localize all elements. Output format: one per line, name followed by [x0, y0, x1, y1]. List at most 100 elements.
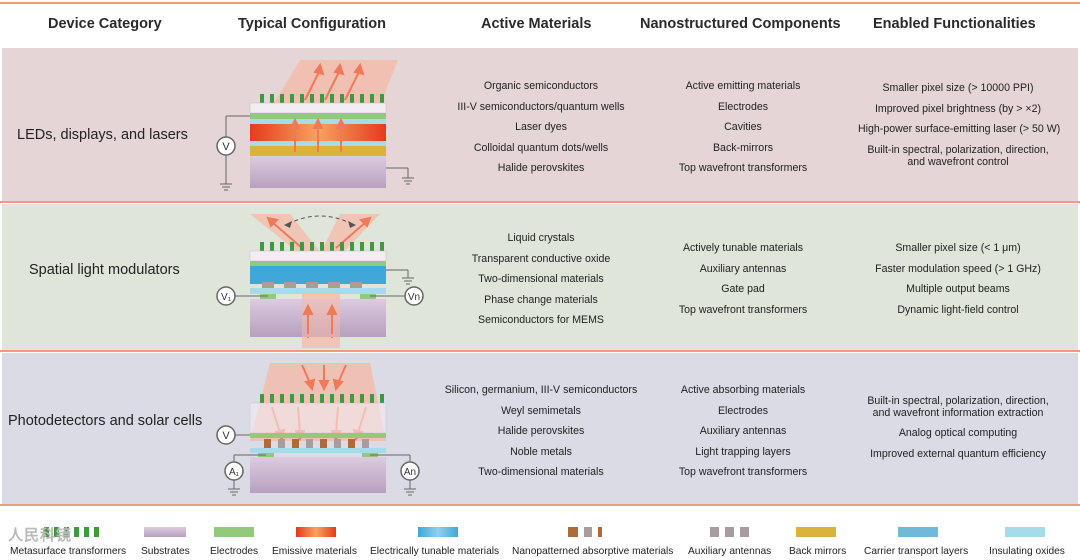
voltage-source-1-icon [216, 286, 236, 306]
header-active-materials: Active Materials [481, 16, 592, 32]
list-item: High-power surface-emitting laser (> 50 … [858, 123, 1061, 136]
active-materials-list: Liquid crystals Transparent conductive o… [441, 228, 641, 331]
list-item: Actively tunable materials [682, 242, 804, 254]
list-item: Improved external quantum efficiency [870, 447, 1046, 460]
led-configuration-diagram: V [216, 60, 414, 191]
legend-swatch-insulating-oxides [1005, 527, 1045, 537]
legend-swatch-electrodes [214, 527, 254, 537]
list-item: Improved pixel brightness (by > ×2) [874, 102, 1042, 115]
voltage-label: Vn [408, 292, 420, 303]
legend-swatch-emissive [296, 527, 336, 537]
list-item: Liquid crystals [507, 232, 575, 244]
list-item: Back-mirrors [712, 141, 774, 154]
list-item: Two-dimensional materials [478, 466, 604, 479]
row-separator [0, 504, 1080, 506]
legend-label: Nanopatterned absorptive materials [512, 546, 674, 557]
row-separator [0, 201, 1080, 203]
list-item: Dynamic light-field control [897, 303, 1019, 316]
voltage-label: V [222, 141, 230, 153]
header-device-category: Device Category [48, 16, 162, 32]
legend-label: Emissive materials [272, 546, 357, 557]
list-item: Top wavefront transformers [678, 303, 808, 316]
metasurface-pillars [260, 94, 384, 103]
row-separator [0, 350, 1080, 352]
list-item: Semiconductors for MEMS [478, 314, 604, 327]
components-list: Actively tunable materials Auxiliary ant… [643, 238, 843, 320]
list-item: Analog optical computing [898, 427, 1018, 439]
list-item: Multiple output beams [906, 283, 1010, 296]
list-item: Faster modulation speed (> 1 GHz) [875, 262, 1041, 275]
list-item: Laser dyes [515, 121, 567, 134]
tunable-layer [250, 266, 386, 284]
photodetector-configuration-diagram: V A₁ An [216, 363, 420, 496]
components-list: Active absorbing materials Electrodes Au… [643, 380, 843, 483]
list-item: Active absorbing materials [680, 384, 806, 396]
list-item: Organic semiconductors [483, 80, 599, 92]
legend-label: Insulating oxides [989, 546, 1065, 557]
legend-swatch-carrier-transport [898, 527, 938, 537]
active-materials-list: Organic semiconductors III-V semiconduct… [441, 76, 641, 179]
list-item: Built-in spectral, polarization, directi… [867, 143, 1049, 168]
list-item: Noble metals [510, 445, 572, 458]
ammeter-label: An [404, 467, 416, 478]
legend-swatch-absorptive [568, 527, 610, 537]
functionalities-list: Built-in spectral, polarization, directi… [858, 395, 1058, 464]
list-item: Silicon, germanium, III-V semiconductors [444, 384, 638, 396]
list-item: Smaller pixel size (> 10000 PPI) [882, 82, 1034, 94]
voltage-source-icon [216, 425, 236, 445]
header-enabled-functionalities: Enabled Functionalities [873, 16, 1036, 32]
list-item: Auxiliary antennas [699, 262, 787, 275]
legend-label: Electrodes [210, 546, 259, 557]
legend-label: Substrates [141, 546, 190, 557]
legend-swatch-antennas [710, 527, 750, 537]
voltage-source-n-icon [404, 286, 424, 306]
list-item: Transparent conductive oxide [471, 252, 611, 265]
list-item: Two-dimensional materials [478, 273, 604, 286]
voltage-label: V [222, 430, 230, 442]
functionalities-list: Smaller pixel size (< 1 μm) Faster modul… [858, 238, 1058, 320]
category-label: Photodetectors and solar cells [8, 413, 203, 429]
components-list: Active emitting materials Electrodes Cav… [643, 76, 843, 179]
legend-swatch-tunable [418, 527, 458, 537]
row-spatial-light-modulators: Spatial light modulators [2, 204, 1078, 350]
header-nanostructured-components: Nanostructured Components [640, 16, 841, 32]
list-item: Active emitting materials [685, 80, 801, 92]
list-item: Weyl semimetals [501, 404, 581, 417]
row-photodetectors: Photodetectors and solar cells [2, 353, 1078, 504]
list-item: Halide perovskites [497, 162, 585, 175]
legend-label: Carrier transport layers [864, 546, 969, 557]
top-border-line [0, 2, 1080, 4]
legend-label: Electrically tunable materials [370, 546, 500, 557]
watermark: 人民科镜 [8, 527, 73, 544]
functionalities-list: Smaller pixel size (> 10000 PPI) Improve… [858, 78, 1061, 168]
list-item: Top wavefront transformers [678, 466, 808, 479]
row-leds: LEDs, displays, and lasers [2, 48, 1078, 201]
list-item: Light trapping layers [695, 445, 791, 458]
table-header: Device Category Typical Configuration Ac… [0, 4, 1080, 48]
header-typical-configuration: Typical Configuration [238, 16, 386, 32]
category-label: LEDs, displays, and lasers [17, 127, 188, 143]
legend-label: Auxiliary antennas [688, 546, 772, 557]
list-item: Colloidal quantum dots/wells [473, 141, 609, 154]
list-item: Smaller pixel size (< 1 μm) [895, 242, 1021, 254]
list-item: Electrodes [717, 100, 769, 113]
active-materials-list: Silicon, germanium, III-V semiconductors… [441, 380, 641, 483]
emission-arrows [304, 62, 365, 101]
category-label: Spatial light modulators [29, 262, 180, 278]
list-item: Cavities [724, 121, 762, 134]
ammeter-label: A₁ [229, 467, 240, 478]
legend-label: Metasurface transformers [10, 546, 127, 557]
list-item: Electrodes [717, 404, 769, 417]
list-item: Auxiliary antennas [699, 425, 787, 438]
legend: Metasurface transformers Substrates Elec… [0, 518, 1080, 560]
voltage-source-icon [216, 136, 236, 156]
legend-swatch-metasurface [44, 527, 104, 537]
legend-swatch-back-mirrors [796, 527, 836, 537]
list-item: Gate pad [721, 283, 765, 296]
list-item: III-V semiconductors/quantum wells [457, 100, 625, 113]
list-item: Built-in spectral, polarization, directi… [867, 395, 1049, 419]
slm-configuration-diagram: V₁ Vn [216, 214, 424, 348]
list-item: Top wavefront transformers [678, 162, 808, 175]
legend-label: Back mirrors [789, 546, 847, 557]
legend-swatch-substrates [144, 527, 186, 537]
